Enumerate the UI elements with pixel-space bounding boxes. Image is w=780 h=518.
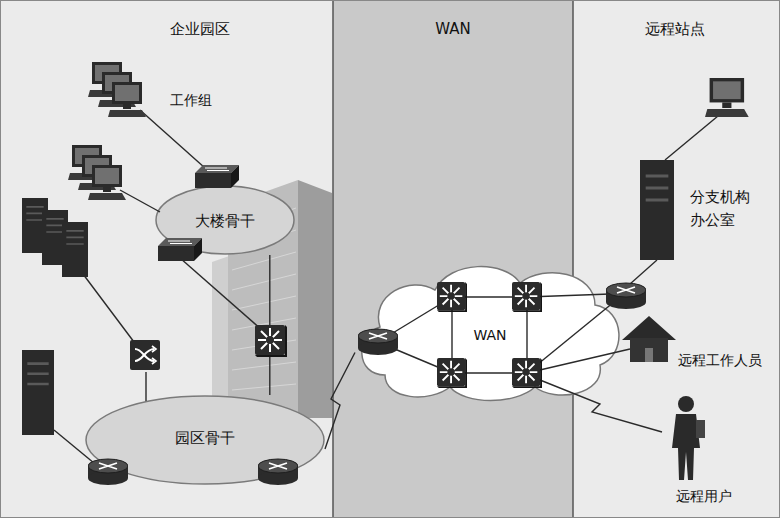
wan-band-ground <box>333 0 573 518</box>
wire-lines <box>54 110 718 468</box>
switch-icon <box>195 165 239 188</box>
node-label: WAN <box>473 327 506 345</box>
server-icon <box>640 160 674 260</box>
wire <box>665 116 718 160</box>
group-label: 工作组 <box>170 92 212 110</box>
node-label: 企业园区 <box>170 20 230 39</box>
router-icon <box>258 459 298 485</box>
multilayer-switch-icon <box>255 325 287 357</box>
wire <box>80 270 140 350</box>
pc-icon <box>88 165 126 200</box>
wire <box>140 110 205 168</box>
building-block <box>212 255 232 418</box>
site-label: 分支机构 办公室 <box>690 186 764 231</box>
wire <box>527 349 630 373</box>
server-icon <box>62 222 88 277</box>
wan-band: WAN WAN <box>333 0 573 518</box>
text-holder: WAN <box>435 19 471 39</box>
node-label: WAN <box>435 20 471 39</box>
link-line <box>325 353 355 450</box>
server-icon <box>22 350 54 435</box>
wan-switch-icon <box>437 282 467 312</box>
text-holder: 远程工作人员 <box>678 350 762 370</box>
node-label: 园区骨干 <box>175 429 235 448</box>
pc-icon <box>705 78 749 117</box>
site-label: 远程工作人员 <box>678 352 762 370</box>
wire <box>630 260 657 284</box>
atm-switch-icon <box>130 340 160 370</box>
wan-cloud: WAN <box>355 255 625 405</box>
text-holder: 企业园区 <box>170 19 230 39</box>
region-panel: 远程站点 <box>573 0 780 518</box>
text-holder: 工作组 <box>170 90 212 110</box>
building-side <box>298 180 332 418</box>
router-icon <box>358 329 398 355</box>
wan-switch-icon <box>512 282 542 312</box>
building-windows <box>232 208 296 390</box>
wire <box>180 258 262 330</box>
router-icon <box>606 283 646 309</box>
site-label: 远程用户 <box>676 488 732 506</box>
text-holder: 远程用户 <box>676 486 732 506</box>
wireless-zigzag <box>540 380 662 432</box>
wan-switch-icon <box>437 358 467 388</box>
cloud-shape <box>362 267 619 401</box>
ellipse-shape <box>86 396 324 484</box>
backbone-ellipse: 大楼骨干 <box>155 185 295 255</box>
wire <box>145 372 146 401</box>
router-icon <box>88 459 128 485</box>
node-label: 远程站点 <box>645 20 705 39</box>
text-holder: 远程站点 <box>645 19 705 39</box>
house-icon <box>622 316 676 362</box>
ellipse-shape <box>156 186 294 254</box>
backbone-ellipse: 园区骨干 <box>85 395 325 485</box>
node-label: 大楼骨干 <box>195 212 255 231</box>
switch-icon <box>158 238 202 261</box>
text-holder: 分支机构 办公室 <box>690 186 764 231</box>
text-holder: 园区骨干 <box>175 428 235 448</box>
region-panel: 企业园区大楼骨干园区骨干 <box>0 0 333 518</box>
pc-icon <box>108 82 146 117</box>
person-icon <box>672 396 705 480</box>
wan-switch-icon <box>512 358 542 388</box>
wire <box>120 190 160 212</box>
text-holder: 大楼骨干 <box>195 211 255 231</box>
text-holder: WAN <box>473 325 506 345</box>
